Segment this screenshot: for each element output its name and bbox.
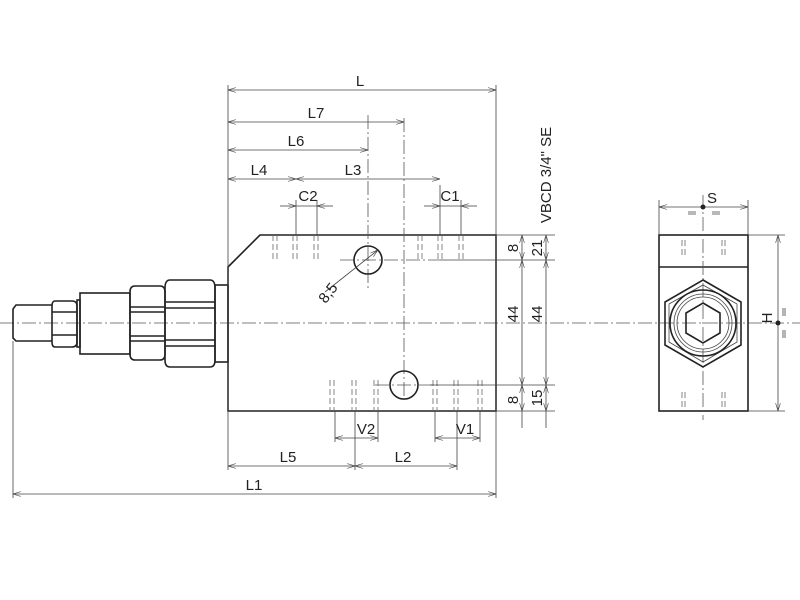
- dim-C1: C1: [440, 188, 459, 205]
- dim-L2: L2: [395, 449, 412, 466]
- dim-L7: L7: [308, 105, 325, 122]
- model-label: VBCD 3/4" SE: [538, 127, 555, 223]
- dim-left-bot: 8: [505, 396, 522, 404]
- dim-L: L: [356, 73, 364, 90]
- dim-L4: L4: [251, 162, 268, 179]
- dim-V2: V2: [357, 421, 375, 438]
- dim-hole-diameter: 8,5: [315, 280, 341, 307]
- dim-C2: C2: [298, 188, 317, 205]
- dim-right-top: 21: [529, 240, 546, 257]
- dim-H: H: [759, 313, 776, 324]
- dim-right-bot: 15: [529, 390, 546, 407]
- side-view: [658, 195, 786, 420]
- dim-S: S: [707, 190, 717, 207]
- dim-L5: L5: [280, 449, 297, 466]
- dim-L1: L1: [246, 477, 263, 494]
- bottom-port-hole: [389, 370, 419, 400]
- cartridge: [12, 279, 229, 368]
- vertical-dimensions: [522, 235, 546, 428]
- horizontal-dimensions: [13, 90, 496, 494]
- dim-V1: V1: [456, 421, 474, 438]
- dim-left-top: 8: [505, 244, 522, 252]
- dim-left-mid: 44: [505, 306, 522, 323]
- dim-right-mid: 44: [529, 306, 546, 323]
- dim-L3: L3: [345, 162, 362, 179]
- dim-L6: L6: [288, 133, 305, 150]
- top-port-hole: [353, 245, 383, 275]
